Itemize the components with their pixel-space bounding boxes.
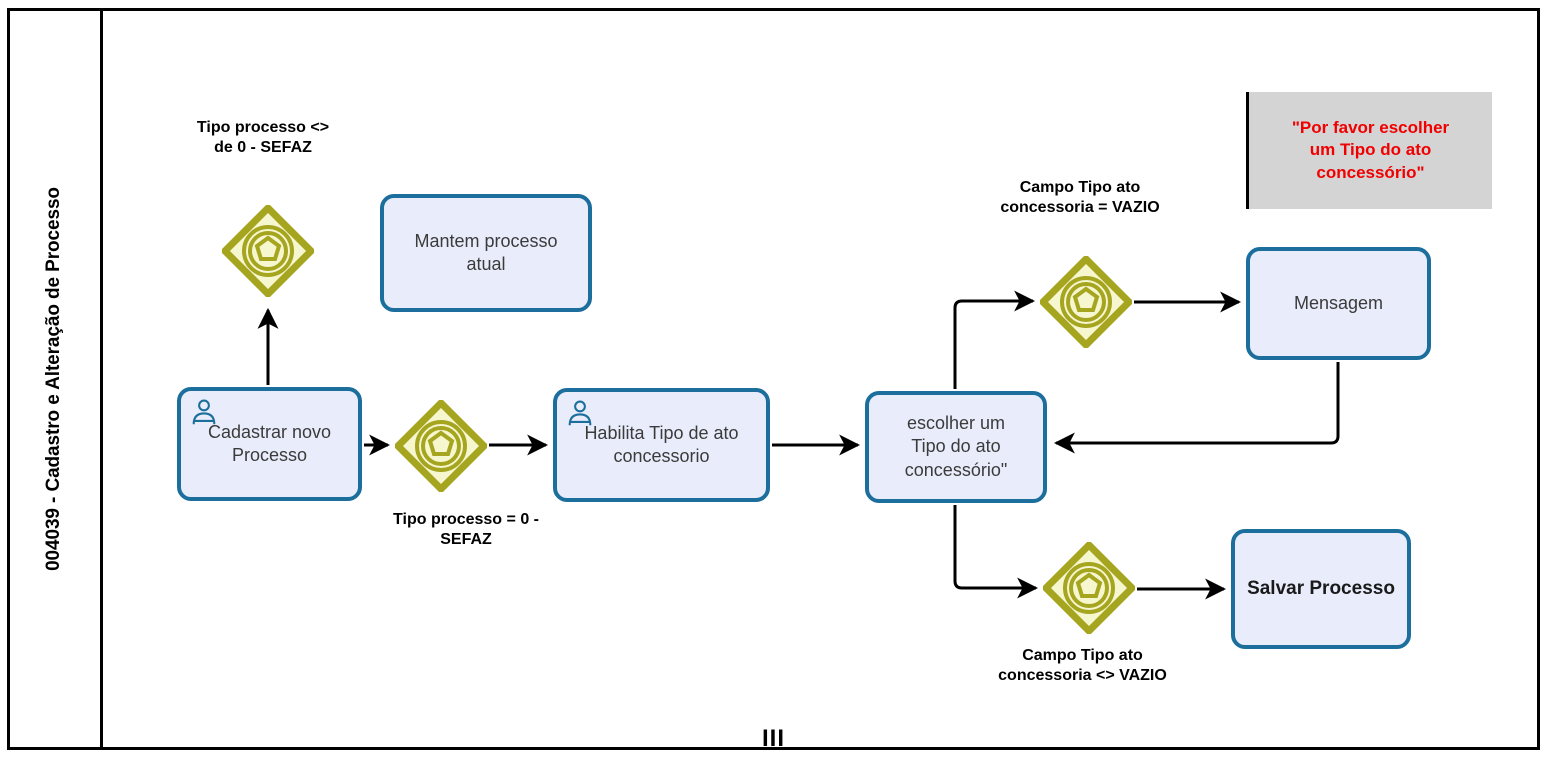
task-label: Salvar Processo: [1247, 577, 1395, 599]
task-label: Mensagem: [1293, 292, 1384, 313]
task-label: escolher um Tipo do ato concessório": [904, 412, 1008, 480]
condition-label-campo-vazio: Campo Tipo ato concessoria = VAZIO: [1000, 179, 1160, 217]
task-label: Habilita Tipo de ato concessorio: [584, 422, 739, 466]
condition-label-tipo-processo-diferente: Tipo processo <> de 0 - SEFAZ: [196, 119, 330, 157]
condition-label-tipo-processo-igual: Tipo processo = 0 - SEFAZ: [393, 511, 539, 549]
gateway-tipo-processo-diferente-0[interactable]: [222, 205, 314, 297]
gateway-campo-nao-vazio[interactable]: [1043, 542, 1135, 634]
task-cadastrar-novo-processo[interactable]: Cadastrar novo Processo: [177, 387, 362, 501]
task-mensagem[interactable]: Mensagem: [1246, 247, 1431, 360]
subprocess-marker: III: [761, 725, 785, 752]
task-label: Mantem processo atual: [414, 230, 558, 274]
gateway-tipo-processo-igual-0[interactable]: [395, 400, 487, 492]
annotation-por-favor-escolher: "Por favor escolher um Tipo do ato conce…: [1246, 92, 1492, 209]
task-salvar-processo[interactable]: Salvar Processo: [1231, 529, 1411, 649]
gateway-campo-vazio[interactable]: [1040, 256, 1132, 348]
task-mantem-processo-atual[interactable]: Mantem processo atual: [380, 194, 592, 312]
task-label: Cadastrar novo Processo: [207, 421, 332, 465]
task-escolher-um-tipo-do-ato-concessorio[interactable]: escolher um Tipo do ato concessório": [865, 391, 1047, 503]
user-task-icon: [192, 399, 216, 425]
lane-title: 004039 - Cadastro e Alteração de Process…: [42, 187, 64, 571]
task-habilita-tipo-de-ato-concessorio[interactable]: Habilita Tipo de ato concessorio: [553, 388, 770, 502]
user-task-icon: [568, 400, 592, 426]
condition-label-campo-nao-vazio: Campo Tipo ato concessoria <> VAZIO: [998, 647, 1167, 685]
lane-header: 004039 - Cadastro e Alteração de Process…: [7, 8, 103, 750]
